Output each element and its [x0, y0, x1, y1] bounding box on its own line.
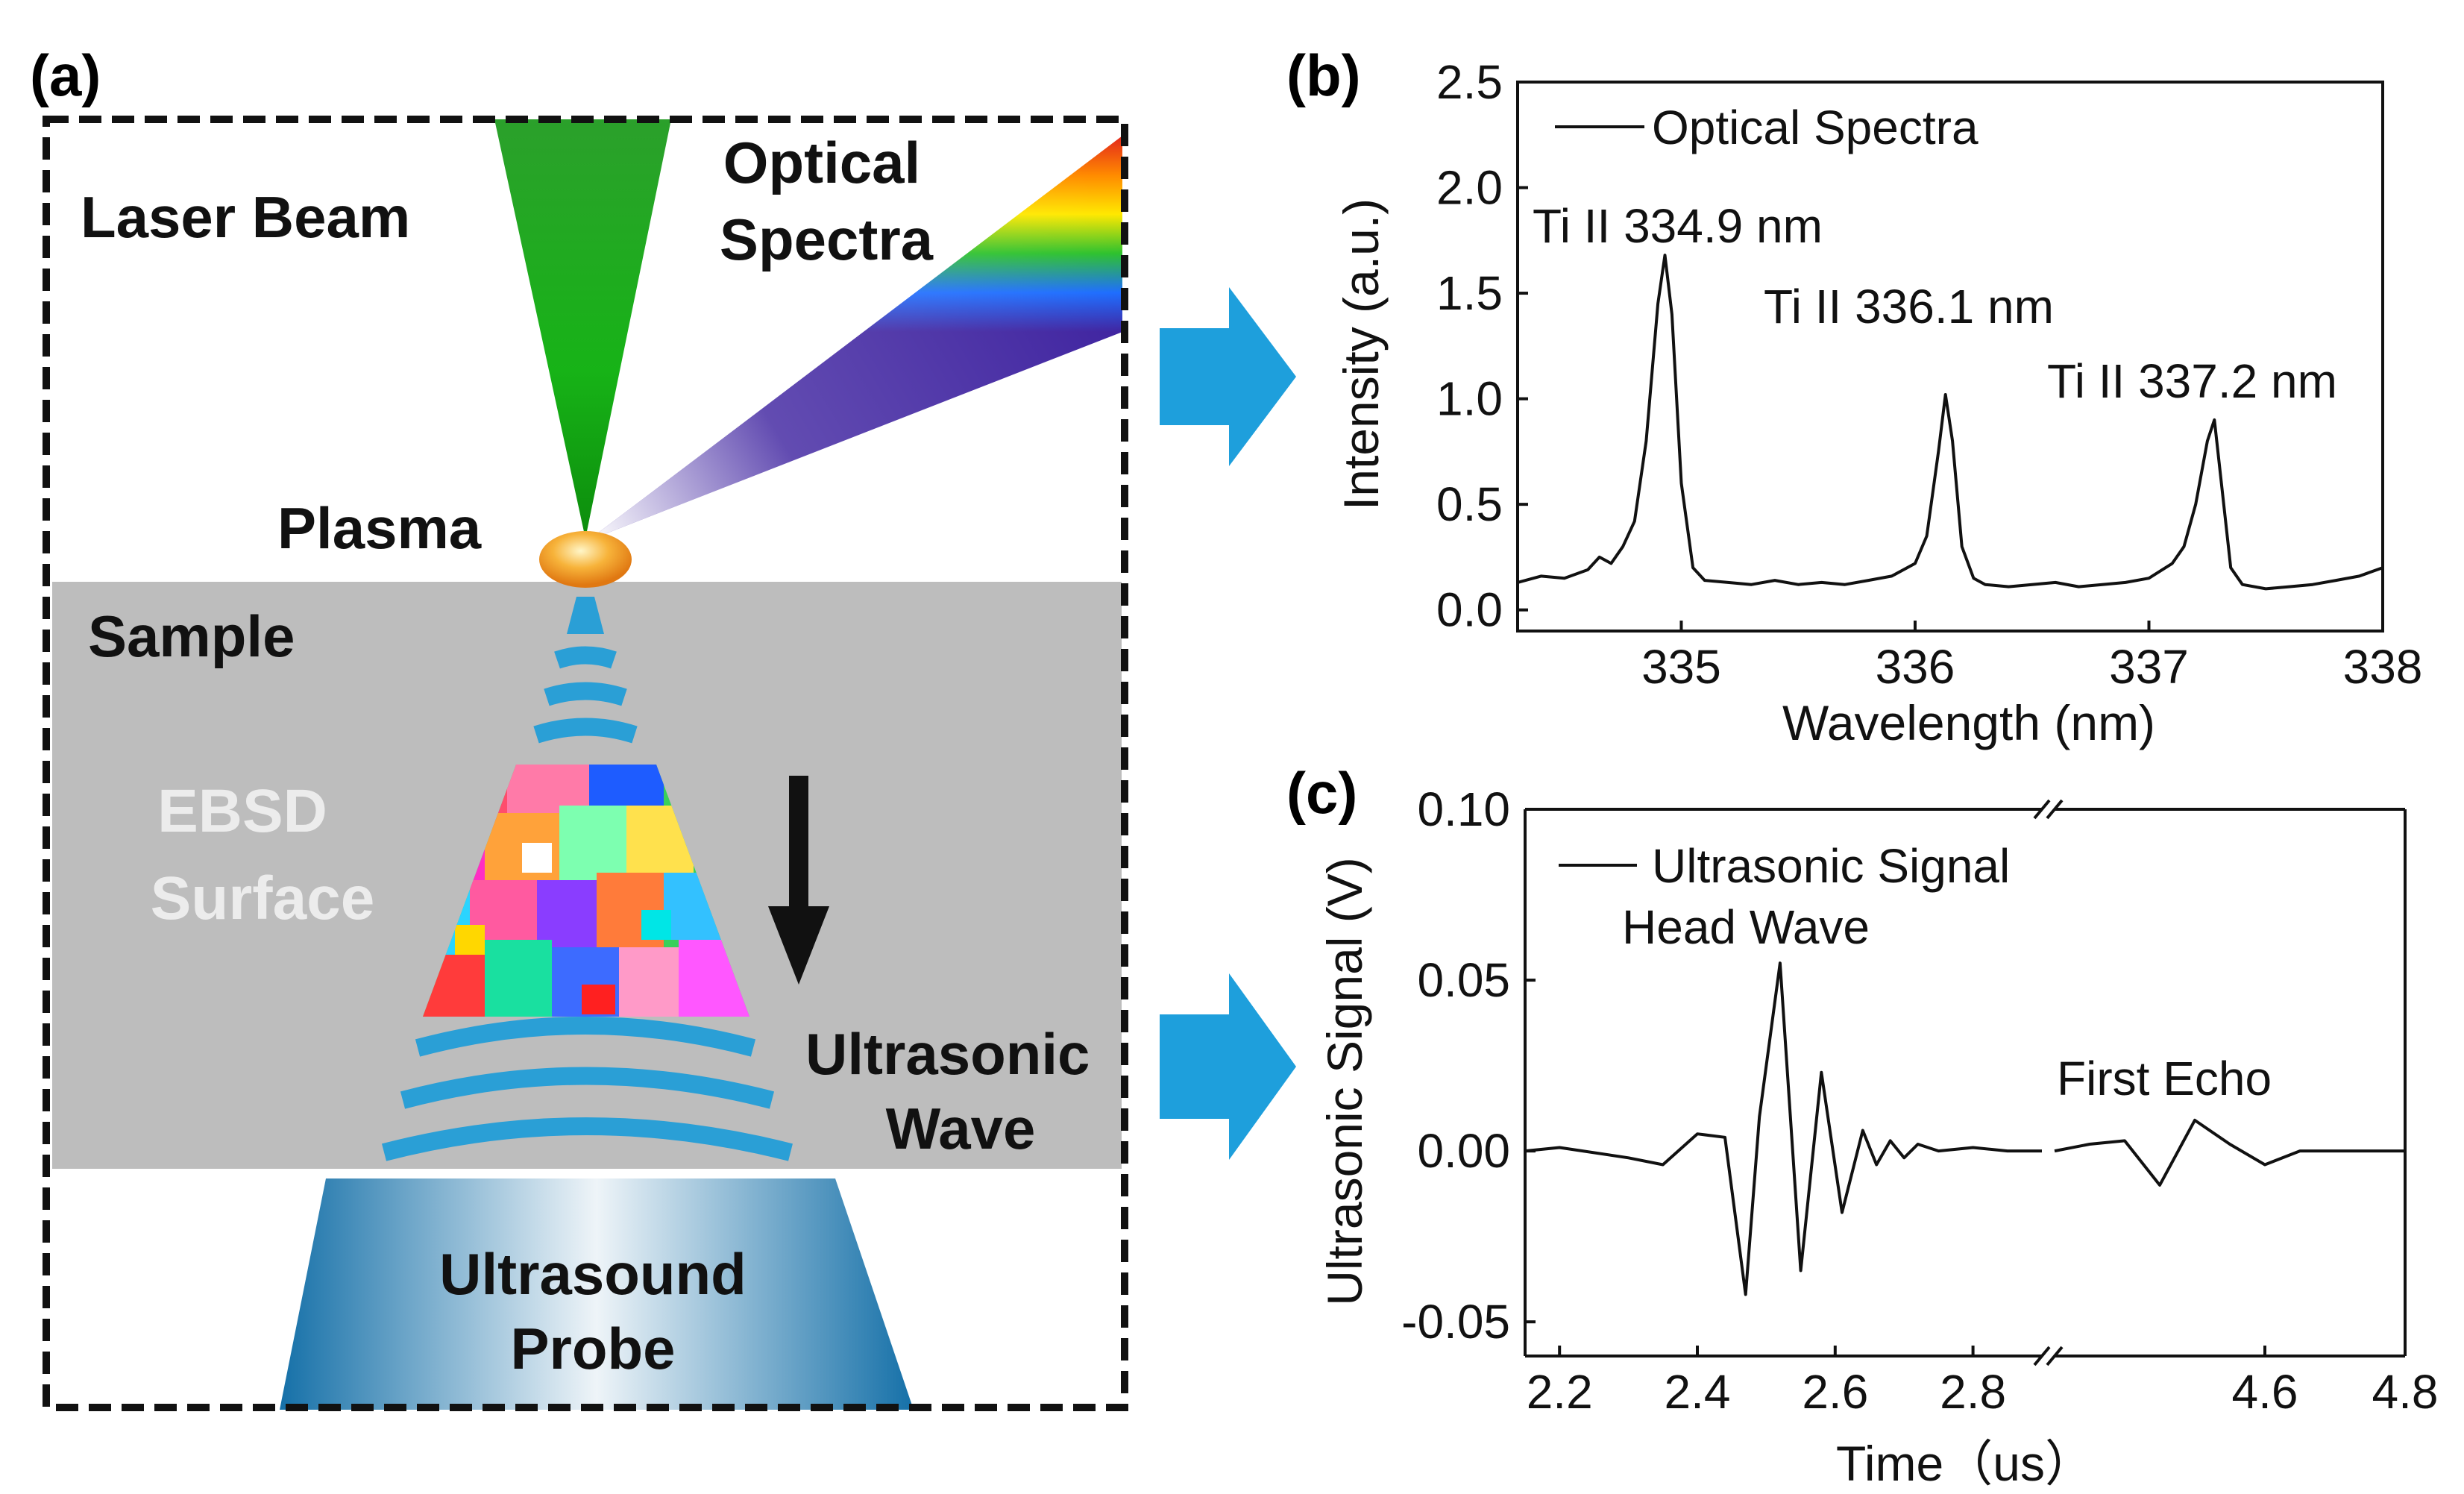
ebsd-label-1: EBSD	[157, 777, 327, 845]
chart-c-y-tick-label: 0.00	[1417, 1124, 1510, 1178]
chart-b-y-tick-label: 0.0	[1436, 583, 1503, 637]
ultrasonic-wave-label-2: Wave	[886, 1096, 1036, 1161]
chart-b-x-axis-title: Wavelength (nm)	[1782, 695, 2155, 750]
chart-b-legend-label: Optical Spectra	[1652, 101, 1979, 154]
probe-label-1: Ultrasound	[439, 1241, 747, 1307]
optical-spectra-label-1: Optical	[723, 130, 920, 195]
chart-c-x-axis-title: Time（us）	[1836, 1436, 2094, 1491]
peak-label-334-9: Ti II 334.9 nm	[1533, 199, 1823, 253]
first-echo-label: First Echo	[2057, 1052, 2272, 1105]
sample-label: Sample	[88, 603, 295, 669]
chart-b-x-tick-label: 335	[1641, 640, 1721, 694]
chart-c-y-axis-title: Ultrasonic Signal (V)	[1317, 857, 1372, 1306]
optical-spectra-beam	[588, 136, 1122, 541]
panel-a-frame	[43, 116, 1128, 1411]
chart-c-x-tick-label: 2.2	[1527, 1365, 1593, 1419]
chart-b-y-tick-label: 2.5	[1436, 55, 1503, 109]
optical-spectra-series-line	[1517, 254, 2383, 591]
chart-b-x-tick-label: 338	[2343, 640, 2423, 694]
chart-b-y-tick-label: 2.0	[1436, 161, 1503, 215]
chart-b-y-tick-label: 1.0	[1436, 372, 1503, 426]
panel-c-label: (c)	[1286, 760, 1357, 826]
ultrasound-probe	[280, 1178, 914, 1410]
ultrasonic-wave-arcs	[381, 597, 793, 1161]
head-wave-label: Head Wave	[1622, 900, 1870, 954]
chart-c-x-tick-label: 4.8	[2372, 1365, 2439, 1419]
panel-a-label: (a)	[30, 43, 101, 108]
chart-b-y-axis-title: Intensity (a.u.)	[1333, 198, 1389, 510]
arrow-to-spectra	[1160, 287, 1296, 466]
chart-c-x-tick-label: 2.8	[1940, 1365, 2006, 1419]
chart-c-y-tick-label: 0.05	[1417, 953, 1510, 1007]
ultrasonic-signal-series-line-1	[1524, 961, 2042, 1296]
chart-b-x-tick-label: 336	[1876, 640, 1955, 694]
ultrasonic-wave-label-1: Ultrasonic	[805, 1021, 1090, 1087]
optical-spectrum-chart: (b) 335 336 337 338 0.0 0.5 1.0 1.5 2.0 2.5 Optic…	[1286, 43, 2422, 750]
chart-b-plot-frame	[1516, 81, 2384, 633]
peak-label-336-1: Ti II 336.1 nm	[1764, 280, 2054, 333]
panel-a: (a)	[30, 43, 1128, 1411]
chart-c-y-tick-label: -0.05	[1401, 1295, 1510, 1349]
ultrasonic-signal-series-line-2	[2054, 1118, 2405, 1187]
plasma-ball	[539, 531, 632, 588]
chart-c-x-tick-label: 2.4	[1665, 1365, 1731, 1419]
chart-b-y-tick-label: 1.5	[1436, 266, 1503, 320]
chart-c-y-tick-label: 0.10	[1417, 782, 1510, 836]
probe-label-2: Probe	[510, 1316, 675, 1381]
plasma-label: Plasma	[277, 495, 482, 561]
peak-label-337-2: Ti II 337.2 nm	[2047, 354, 2337, 408]
chart-c-legend-label: Ultrasonic Signal	[1652, 839, 2010, 893]
chart-b-x-tick-label: 337	[2109, 640, 2189, 694]
optical-spectra-label-2: Spectra	[720, 207, 934, 272]
chart-c-x-tick-label: 4.6	[2232, 1365, 2298, 1419]
chart-b-y-tick-label: 0.5	[1436, 477, 1503, 531]
propagation-arrow	[768, 776, 829, 985]
ebsd-label-2: Surface	[151, 864, 375, 932]
laser-beam	[494, 119, 671, 539]
panel-b-label: (b)	[1286, 43, 1361, 108]
laser-beam-label: Laser Beam	[81, 184, 410, 250]
chart-c-plot-frame	[1524, 799, 2407, 1366]
chart-c-x-tick-label: 2.6	[1802, 1365, 1868, 1419]
arrow-to-ultrasonic	[1160, 973, 1296, 1160]
